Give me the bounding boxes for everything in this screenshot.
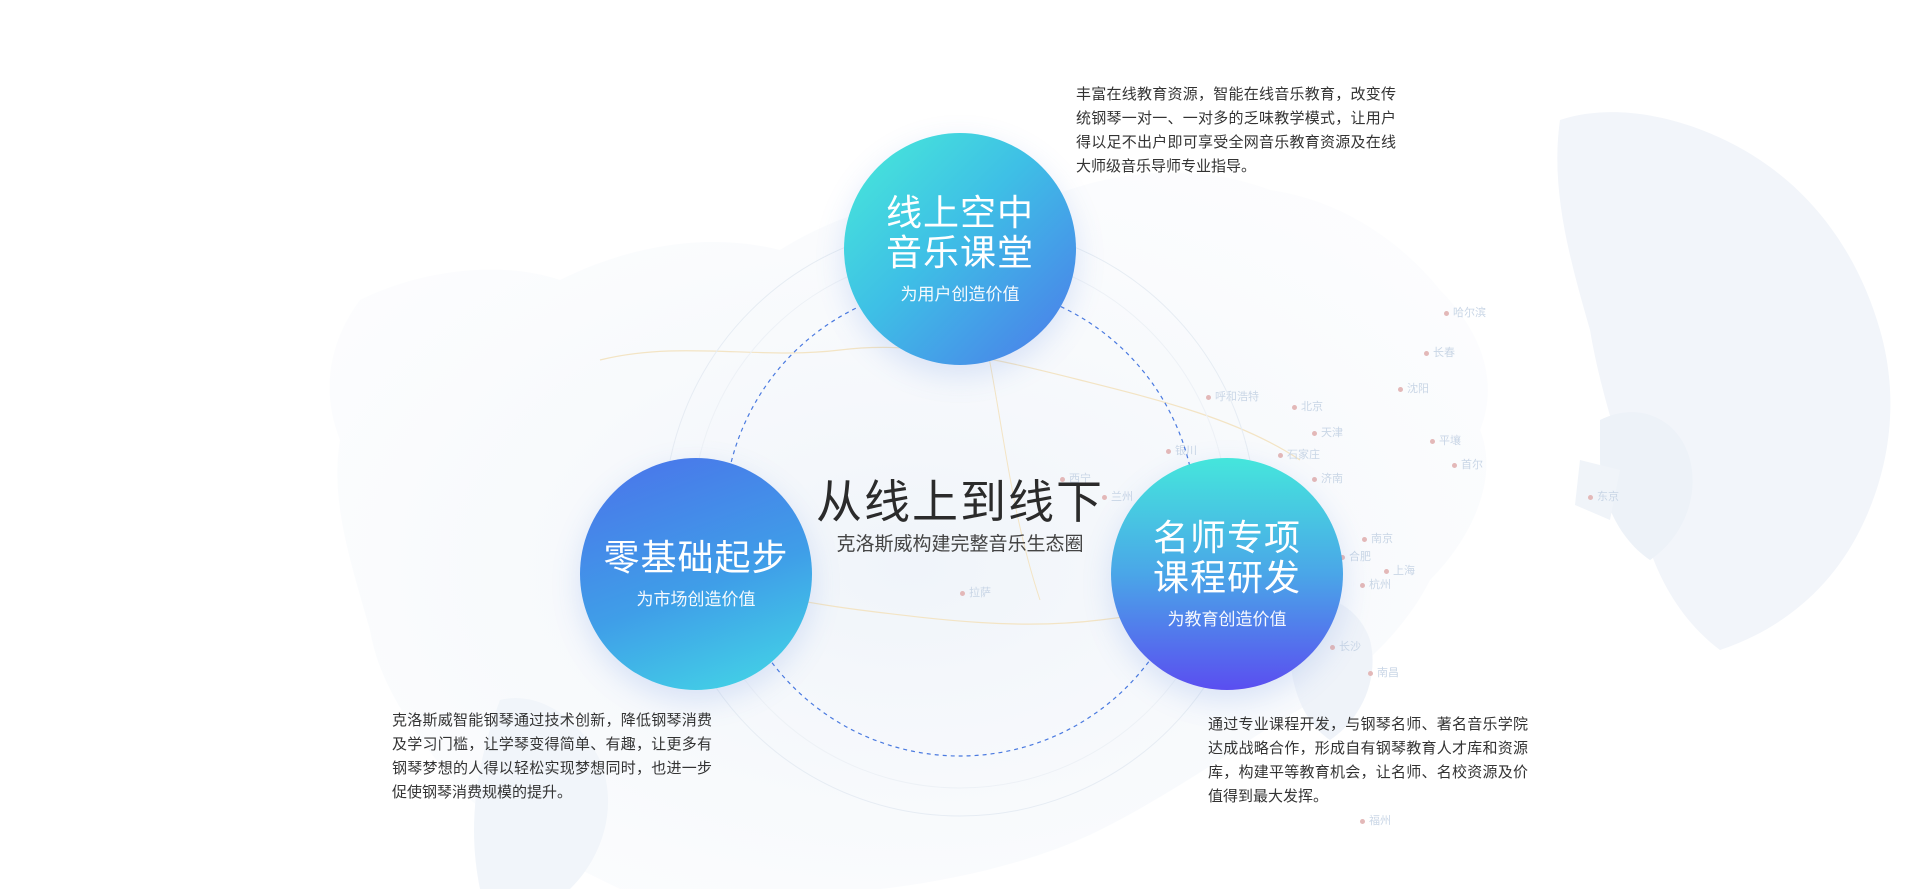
map-label-xining: 西宁	[1060, 470, 1091, 486]
node-zero-basis: 零基础起步 为市场创造价值	[580, 458, 812, 690]
map-label-seoul: 首尔	[1452, 456, 1483, 472]
map-label-shanghai: 上海	[1384, 562, 1415, 578]
map-label-shenyang: 沈阳	[1398, 380, 1429, 396]
map-label-lanzhou: 兰州	[1102, 488, 1133, 504]
map-label-hefei: 合肥	[1340, 548, 1371, 564]
map-label-jinan: 济南	[1312, 470, 1343, 486]
map-label-hohhot: 呼和浩特	[1206, 388, 1259, 404]
node-online-classroom-title-line1: 线上空中	[885, 192, 1034, 234]
center-subtitle: 克洛斯威构建完整音乐生态圈	[836, 533, 1084, 555]
node-online-classroom-subtitle: 为用户创造价值	[900, 284, 1020, 305]
map-label-nanchang: 南昌	[1368, 664, 1399, 680]
description-zero-basis: 克洛斯威智能钢琴通过技术创新，降低钢琴消费及学习门槛，让学琴变得简单、有趣，让更…	[392, 711, 712, 801]
map-label-nanjing: 南京	[1362, 530, 1393, 546]
map-label-fuzhou: 福州	[1360, 812, 1391, 828]
node-master-courses-title-line2: 课程研发	[1152, 557, 1301, 599]
center-title: 从线上到线下	[816, 475, 1104, 529]
node-master-courses-subtitle: 为教育创造价值	[1167, 609, 1287, 630]
map-label-changsha: 长沙	[1330, 638, 1361, 654]
node-zero-basis-subtitle: 为市场创造价值	[636, 589, 756, 610]
map-label-harbin: 哈尔滨	[1444, 304, 1486, 320]
node-online-classroom-title-line2: 音乐课堂	[885, 232, 1034, 274]
node-zero-basis-title: 零基础起步	[603, 537, 789, 579]
map-label-pyongyang: 平壤	[1430, 432, 1461, 448]
description-master-courses: 通过专业课程开发，与钢琴名师、著名音乐学院达成战略合作，形成自有钢琴教育人才库和…	[1208, 715, 1528, 805]
node-master-courses-title-line1: 名师专项	[1152, 517, 1301, 559]
description-online-classroom: 丰富在线教育资源，智能在线音乐教育，改变传统钢琴一对一、一对多的乏味教学模式，让…	[1076, 85, 1396, 175]
map-label-tianjin: 天津	[1312, 424, 1343, 440]
map-label-tokyo: 东京	[1588, 488, 1619, 504]
map-label-hangzhou: 杭州	[1360, 576, 1391, 592]
map-label-shijiazhuang: 石家庄	[1278, 446, 1320, 462]
node-master-courses: 名师专项 课程研发 为教育创造价值	[1111, 458, 1343, 690]
map-label-changchun: 长春	[1424, 344, 1455, 360]
map-label-lhasa: 拉萨	[960, 584, 991, 600]
node-online-classroom: 线上空中 音乐课堂 为用户创造价值	[844, 133, 1076, 365]
map-label-beijing: 北京	[1292, 398, 1323, 414]
